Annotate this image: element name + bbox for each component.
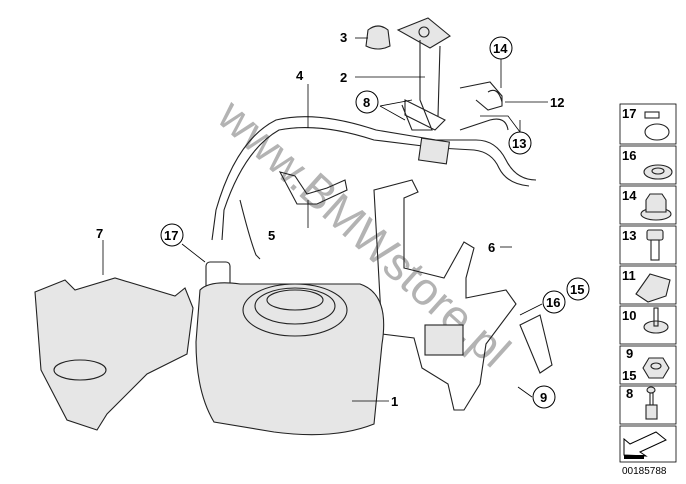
legend-item-11[interactable]: 11 [619,265,677,305]
washer-icon [643,164,673,180]
legend-item-9-15[interactable]: 9 15 [619,345,677,385]
svg-text:8: 8 [626,386,633,401]
callout-2[interactable]: 2 [340,70,347,85]
diagram-code: 00185788 [622,466,667,477]
svg-text:12: 12 [550,95,564,110]
legend-item-8[interactable]: 8 [619,385,677,425]
legend-item-14[interactable]: 14 [619,185,677,225]
svg-text:15: 15 [622,368,636,383]
svg-text:8: 8 [363,95,370,110]
part-5-bracket [278,171,348,205]
callout-17[interactable]: 17 [160,223,184,247]
part-3-cap [365,25,391,50]
part-6-bracket [373,179,553,411]
bolt-icon [646,229,664,261]
stud-clip-icon [643,307,669,334]
part-2-filler-neck [396,17,451,131]
callout-4[interactable]: 4 [296,68,304,83]
svg-text:11: 11 [622,268,636,283]
svg-text:10: 10 [622,308,636,323]
part-7-heat-shield [34,277,194,431]
callout-6[interactable]: 6 [488,240,495,255]
svg-text:17: 17 [622,106,636,121]
arrow-icon [623,431,667,459]
svg-text:16: 16 [546,295,560,310]
callout-9[interactable]: 9 [532,385,556,409]
callout-13[interactable]: 13 [508,131,532,155]
callout-16[interactable]: 16 [542,290,566,314]
callout-1[interactable]: 1 [391,394,398,409]
svg-text:15: 15 [570,282,584,297]
legend-item-17[interactable]: 17 [619,103,677,145]
svg-text:14: 14 [493,41,508,56]
svg-text:5: 5 [268,228,275,243]
callout-3[interactable]: 3 [340,30,347,45]
legend-item-10[interactable]: 10 [619,305,677,345]
hex-nut-icon [642,357,670,379]
callout-7[interactable]: 7 [96,226,103,241]
svg-text:13: 13 [622,228,636,243]
collar-nut-icon [640,193,672,221]
svg-text:3: 3 [340,30,347,45]
hose-clamp-icon [644,111,670,141]
svg-text:14: 14 [622,188,637,203]
part-1-fuel-tank [195,261,385,436]
callout-15[interactable]: 15 [566,277,590,301]
svg-text:6: 6 [488,240,495,255]
legend-panel: 17 16 14 13 11 10 9 [619,103,677,477]
svg-text:9: 9 [540,390,547,405]
svg-text:4: 4 [296,68,304,83]
svg-text:7: 7 [96,226,103,241]
legend-item-16[interactable]: 16 [619,145,677,185]
callout-14[interactable]: 14 [489,36,513,60]
legend-item-13[interactable]: 13 [619,225,677,265]
svg-text:2: 2 [340,70,347,85]
part-4-hose [211,116,537,260]
svg-text:13: 13 [512,136,526,151]
svg-text:1: 1 [391,394,398,409]
svg-text:17: 17 [164,228,178,243]
cable-clip-icon [635,273,671,303]
callout-12[interactable]: 12 [550,95,564,110]
leader-lines [102,37,548,402]
direction-arrow-box [619,425,677,463]
svg-text:9: 9 [626,346,633,361]
callout-8[interactable]: 8 [355,90,379,114]
svg-text:16: 16 [622,148,636,163]
expanding-rivet-icon [645,386,658,420]
callout-5[interactable]: 5 [268,228,275,243]
part-12-clip [459,81,503,111]
